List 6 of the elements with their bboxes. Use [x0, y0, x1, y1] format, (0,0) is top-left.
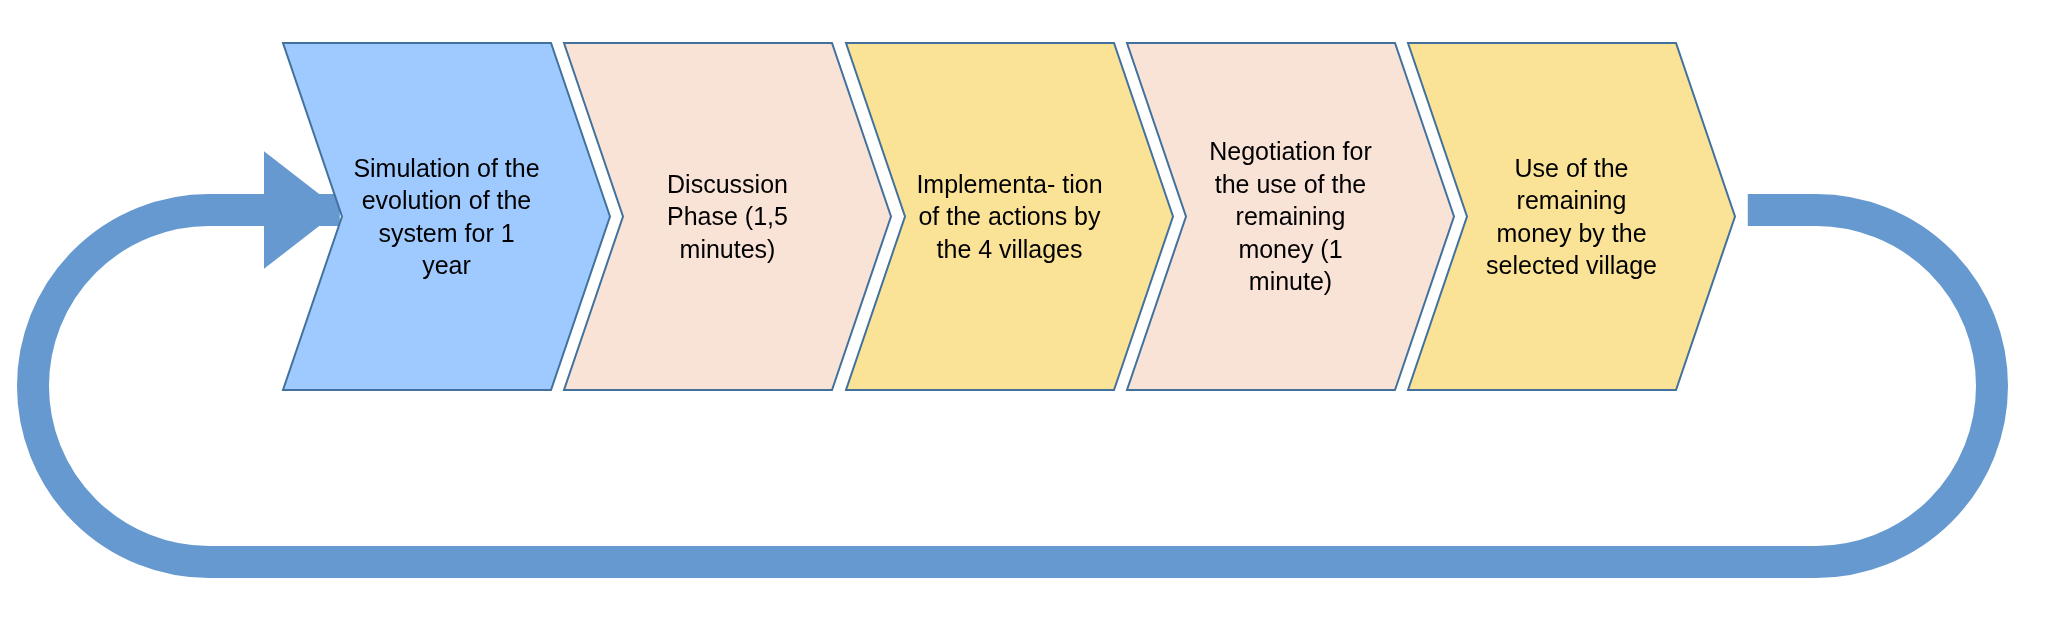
step-label: Negotiation for the use of the remaining money (1 minute)	[1208, 136, 1373, 298]
step-label: Implementa- tion of the actions by the 4 villages	[915, 168, 1104, 265]
step-label: Use of the remaining money by the selected village	[1485, 152, 1658, 281]
step-label: Discussion Phase (1,5 minutes)	[666, 168, 789, 265]
step-label: Simulation of the evolution of the system for 1 year	[352, 152, 541, 281]
loop-arrow	[17, 151, 2008, 578]
